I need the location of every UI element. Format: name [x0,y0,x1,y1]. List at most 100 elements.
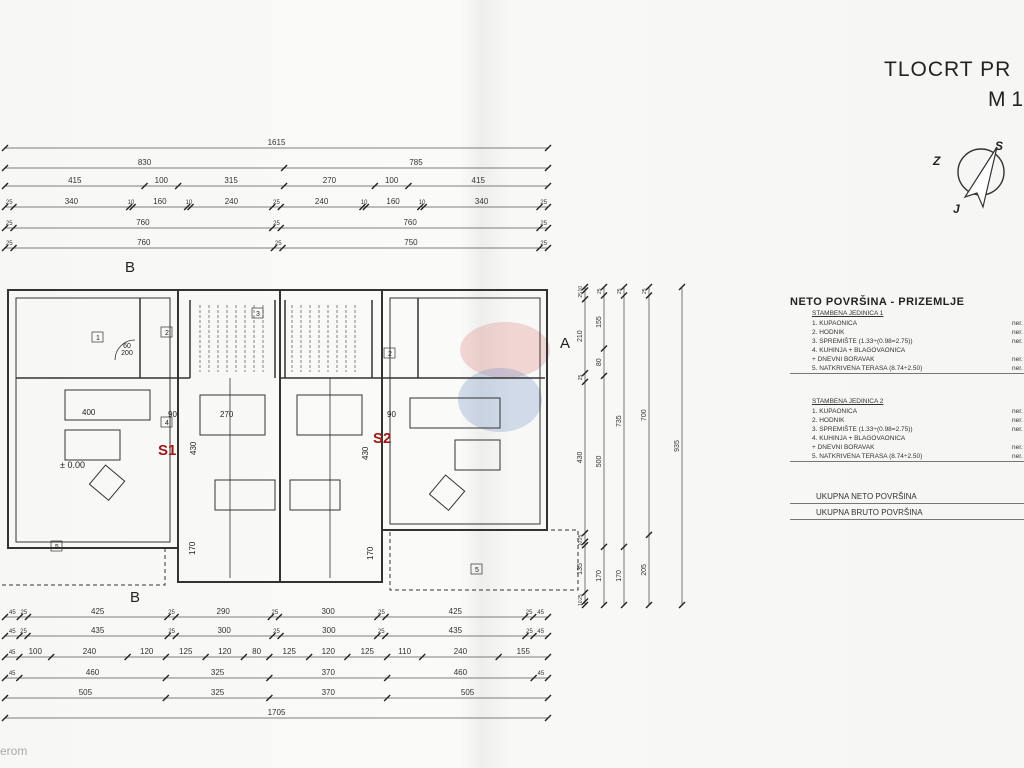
dimension-label: 270 [323,176,337,185]
dim-430-unit2: 430 [361,446,370,460]
dimension-label: 435 [91,626,105,635]
dimension-label: 760 [136,218,150,227]
dimension-label: 425 [449,607,463,616]
dimension-label: 100 [155,176,169,185]
dimension-tick [265,653,273,661]
dining-table [199,394,266,436]
dimension-label: 25 [578,534,584,540]
dimension-label: 240 [83,647,97,656]
dimension-label: 125 [361,647,375,656]
dimension-label: 25 [642,288,648,294]
dimension-tick [600,543,608,551]
dim-170: 170 [188,541,197,555]
area-legend: NETO POVRŠINA - PRIZEMLJE STAMBENA JEDIN… [790,296,1024,520]
dimension-tick [678,601,686,609]
legend-row-label: 5. NATKRIVENA TERASA (8.74÷2.50) [812,453,923,460]
dimension-tick [124,653,132,661]
dimension-tick [1,144,9,152]
dimension-label: 240 [454,647,468,656]
room-number-box [251,307,264,319]
dim-90: 90 [168,410,177,419]
legend-row-value: ner. pov. [1012,426,1024,433]
dimension-label: 240 [225,197,239,206]
dimension-tick [280,164,288,172]
dimension-tick [1,674,9,682]
armchair [428,474,466,512]
dimension-tick [418,653,426,661]
dimension-tick [600,345,608,353]
dimension-tick [581,369,589,377]
legend-row-label: 3. SPREMIŠTE (1.33÷(0.98=2.75)) [812,426,913,433]
dimension-tick [600,292,608,300]
dimension-tick [521,613,529,621]
legend-row-label: 1. KUPAONICA [812,408,858,415]
armchair [88,464,126,502]
dimension-label: 10 [419,200,426,206]
dimension-tick [277,224,285,232]
dimension-tick [382,613,390,621]
dimension-label: 10 [361,200,368,206]
dimension-label: 325 [211,668,225,677]
dim-90-unit2: 90 [387,410,396,419]
dimension-tick [645,292,653,300]
room-number-box [383,347,396,359]
compass-arrow-icon [963,146,998,209]
dimension-label: 10 [578,600,584,606]
dimension-label: 25 [6,241,13,247]
dimension-label: 240 [315,197,329,206]
room-number-box [91,331,104,343]
dimension-tick [10,224,18,232]
dimension-tick [265,694,273,702]
legend-row-value: ner. pov. [1012,365,1024,372]
dimension-tick [277,203,285,211]
dimension-label: 10 [578,541,584,547]
dimension-tick [544,182,552,190]
dimension-label: 25 [378,629,385,635]
dimension-tick [162,653,170,661]
dimension-tick [535,244,543,252]
legend-row-value: ner. pov. [1012,329,1024,336]
dimension-tick [162,694,170,702]
dimension-tick [1,182,9,190]
legend-row: 5. NATKRIVENA TERASA (8.74÷2.50)ner. pov… [790,452,1024,462]
dimension-tick [187,203,195,211]
door-size-label: 60 200 [121,343,133,357]
dimension-tick [15,674,23,682]
dimension-label: 750 [404,238,418,247]
watermark-text: erom [0,744,28,758]
dimension-label: 425 [91,607,105,616]
dimension-label: 370 [322,688,336,697]
dimension-label: 170 [596,570,603,582]
dimension-tick [544,224,552,232]
dimension-tick [581,541,589,549]
section-marker-b: B [125,259,135,276]
dimension-tick [280,182,288,190]
legend-row-label: 2. HODNIK [812,417,845,424]
dimension-label: 460 [454,668,468,677]
dim-400: 400 [82,408,96,417]
dimension-tick [163,613,171,621]
coffee-table [64,429,121,461]
legend-row: 4. KUHINJA + BLAGOVAONICA [790,434,1024,443]
dimension-label: 290 [217,607,231,616]
dimension-tick [164,632,172,640]
dimension-label: 500 [596,455,603,467]
dimension-tick [581,589,589,597]
legend-row-label: 4. KUHINJA + BLAGOVAONICA [812,435,906,442]
dim-430: 430 [189,441,198,455]
dimension-label: 25 [378,610,385,616]
compass: S Z J [932,139,1005,216]
dimension-label: 415 [472,176,486,185]
legend-row: 3. SPREMIŠTE (1.33÷(0.98=2.75))ner. pov. [790,337,1024,346]
room-number-5: 5 [55,544,59,551]
room-number-5-unit2: 5 [475,567,479,574]
legend-row-label: 1. KUPAONICA [812,320,858,327]
dimension-label: 300 [217,626,231,635]
dimension-label: 25 [617,288,623,294]
dimension-tick [240,653,248,661]
dimension-label: 45 [9,650,16,656]
dimension-label: 25 [20,629,27,635]
unit2-kitchen-wall [279,289,383,583]
